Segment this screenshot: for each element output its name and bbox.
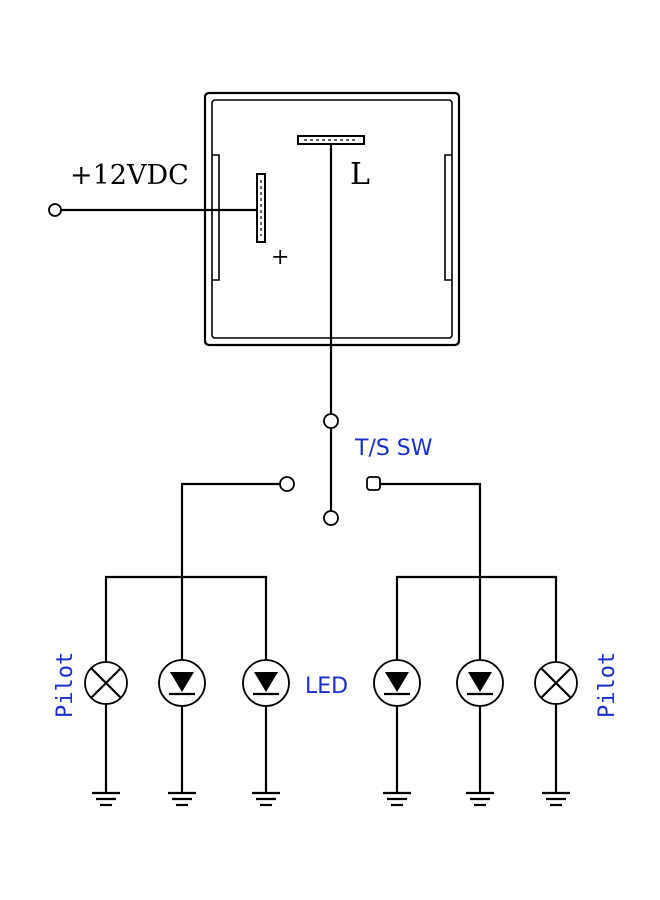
- load-label: L: [350, 157, 370, 192]
- pilot-label-right: Pilot: [595, 652, 620, 718]
- supply-terminal: [48, 203, 62, 217]
- ground-5-icon: [466, 791, 494, 807]
- right-notch: [444, 154, 452, 281]
- ground-6-icon: [542, 791, 570, 807]
- ground-2-icon: [168, 791, 196, 807]
- plus-label: +: [271, 245, 289, 270]
- switch-common-terminal: [323, 413, 339, 429]
- led-label: LED: [305, 674, 348, 699]
- led-3-icon: [373, 659, 421, 792]
- ground-4-icon: [383, 791, 411, 807]
- switch-left-terminal: [279, 476, 295, 492]
- led-1-icon: [158, 659, 206, 792]
- switch-pivot-terminal: [323, 510, 339, 526]
- plus-pin: [256, 173, 266, 243]
- switch-right-terminal: [366, 476, 381, 491]
- pilot-label-left: Pilot: [53, 652, 78, 718]
- right-branch-wiring: [380, 482, 558, 662]
- supply-input: [48, 173, 266, 243]
- left-notch: [212, 154, 220, 281]
- led-2-icon: [242, 659, 290, 792]
- switch-label: T/S SW: [354, 436, 433, 461]
- load-output: [297, 135, 365, 429]
- left-pilot-lamp-icon: [84, 661, 128, 792]
- ground-3-icon: [252, 791, 280, 807]
- ground-1-icon: [92, 791, 120, 807]
- left-branch-wiring: [104, 482, 280, 662]
- supply-label: +12VDC: [70, 160, 189, 191]
- right-pilot-lamp-icon: [534, 661, 578, 792]
- led-4-icon: [456, 659, 504, 792]
